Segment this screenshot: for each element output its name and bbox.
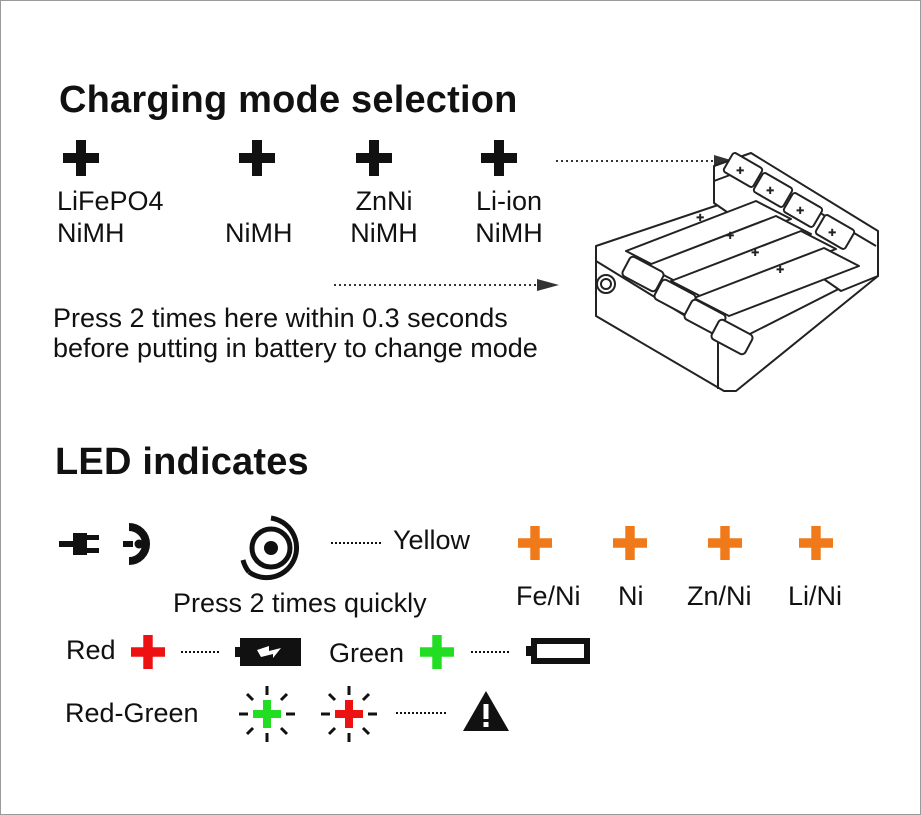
plus-icon (481, 140, 517, 176)
mode-label-2: NiMH (225, 217, 293, 249)
dotted-line (181, 651, 221, 653)
led-title: LED indicates (55, 441, 309, 483)
mode-label-4: Li-ion NiMH (468, 185, 550, 249)
charger-illustration: ✚ ✚ ✚ ✚ ✚ ✚ ✚ ✚ (595, 152, 879, 392)
press-label: Press 2 times quickly (173, 588, 427, 618)
mode-label-ni: Ni (618, 581, 644, 611)
mode-2-line2: NiMH (225, 218, 293, 248)
plus-icon (356, 140, 392, 176)
mode-4-line1: Li-ion (475, 186, 543, 216)
mode-1-line2: NiMH (57, 218, 125, 248)
dotted-arrow-to-button (334, 279, 559, 291)
plus-icon (420, 635, 454, 669)
plus-icon (613, 526, 647, 560)
mode-4-line2: NiMH (475, 218, 543, 248)
dotted-line (471, 651, 511, 653)
dotted-line (396, 712, 446, 714)
mode-label-fe-ni: Fe/Ni (516, 581, 581, 611)
mode-1-line1: LiFePO4 (57, 186, 164, 216)
battery-full-icon (526, 638, 590, 664)
plus-icon (63, 140, 99, 176)
plug-icon (59, 523, 150, 565)
mode-label-li-ni: Li/Ni (788, 581, 843, 611)
plus-icon (708, 526, 742, 560)
instruction-line2: before putting in battery to change mode (53, 333, 538, 363)
battery-charging-icon (235, 638, 301, 666)
svg-text:✚: ✚ (828, 228, 836, 239)
svg-text:✚: ✚ (776, 265, 784, 276)
warning-icon (463, 691, 509, 731)
mode-3-line2: NiMH (350, 218, 418, 248)
svg-text:✚: ✚ (696, 213, 704, 224)
mode-label-1: LiFePO4 NiMH (57, 185, 164, 249)
yellow-label: Yellow (393, 525, 471, 555)
charging-mode-title: Charging mode selection (59, 79, 518, 121)
plus-icon (518, 526, 552, 560)
svg-text:✚: ✚ (726, 231, 734, 242)
red-label: Red (66, 635, 116, 665)
red-green-label: Red-Green (65, 698, 199, 728)
svg-text:✚: ✚ (766, 186, 774, 197)
svg-text:✚: ✚ (736, 166, 744, 177)
blinking-led-icon (239, 686, 295, 742)
power-button-icon[interactable] (237, 514, 305, 582)
dotted-line (331, 542, 381, 544)
svg-text:✚: ✚ (796, 206, 804, 217)
mode-3-line1: ZnNi (355, 186, 413, 216)
plus-icon (799, 526, 833, 560)
svg-text:✚: ✚ (751, 248, 759, 259)
blinking-led-icon (321, 686, 377, 742)
mode-label-zn-ni: Zn/Ni (687, 581, 752, 611)
instruction-text: Press 2 times here within 0.3 seconds be… (53, 303, 538, 363)
instruction-line1: Press 2 times here within 0.3 seconds (53, 303, 508, 333)
green-label: Green (329, 638, 405, 668)
plus-icon (239, 140, 275, 176)
plus-icon (131, 635, 165, 669)
mode-label-3: ZnNi NiMH (344, 185, 424, 249)
